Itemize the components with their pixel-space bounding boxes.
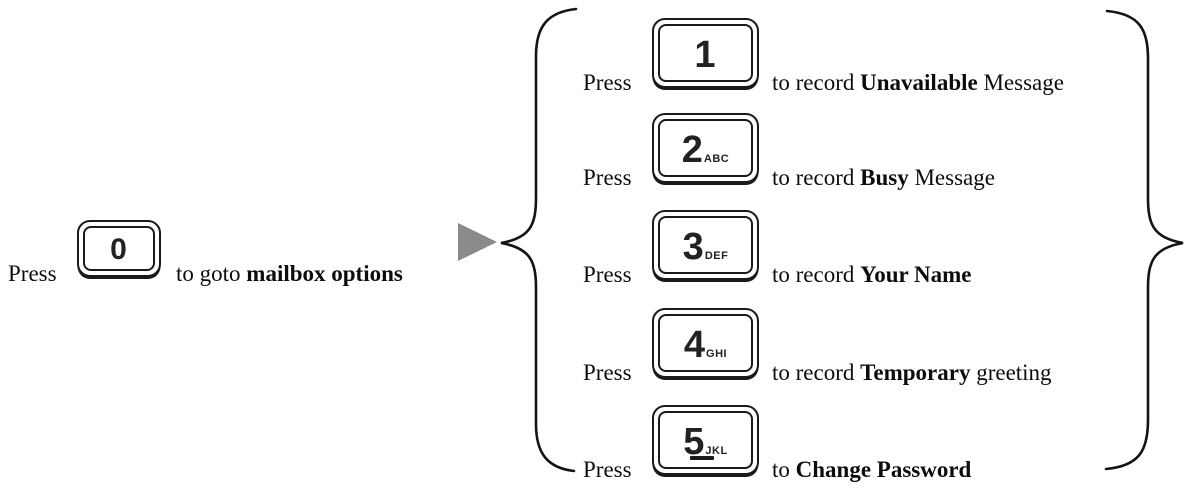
caption-prefix: to record xyxy=(772,262,861,287)
keypad-key-3: 3 DEF xyxy=(652,210,759,280)
row-caption: to Change Password xyxy=(772,458,971,481)
menu-row-1: Press 1 to record Unavailable Message xyxy=(583,18,1183,94)
key-face: 5 JKL xyxy=(658,411,753,469)
left-brace-icon xyxy=(500,7,578,473)
caption-suffix: greeting xyxy=(970,360,1052,385)
caption-bold: Busy xyxy=(860,165,909,190)
key-face: 0 xyxy=(83,226,155,271)
menu-row-4: Press 4 GHI to record Temporary greeting xyxy=(583,308,1183,384)
caption-bold: Unavailable xyxy=(860,70,978,95)
caption-prefix: to record xyxy=(772,360,861,385)
key-digit: 3 xyxy=(682,226,704,268)
keypad-key-0: 0 xyxy=(77,220,161,277)
caption-suffix: Message xyxy=(908,165,995,190)
key-letters: JKL xyxy=(705,445,728,457)
key-letters: ABC xyxy=(703,153,730,165)
press-label: Press xyxy=(583,165,632,190)
key-face: 4 GHI xyxy=(658,314,753,372)
key-digit: 1 xyxy=(694,34,716,76)
key-digit: 0 xyxy=(110,233,127,266)
key-digit: 2 xyxy=(681,129,703,171)
row-caption: to record Your Name xyxy=(772,263,972,286)
row-caption: to record Unavailable Message xyxy=(772,71,1064,94)
keypad-key-1: 1 xyxy=(652,18,759,88)
caption-bold: Change Password xyxy=(795,457,972,482)
keypad-key-5: 5 JKL xyxy=(652,405,759,475)
caption-prefix: to xyxy=(772,457,796,482)
press-label: Press xyxy=(583,262,632,287)
key-face: 1 xyxy=(658,24,753,82)
key-digit: 5 xyxy=(683,421,705,463)
arrow-right-icon xyxy=(458,223,497,261)
press-label: Press xyxy=(583,360,632,385)
keypad-key-4: 4 GHI xyxy=(652,308,759,378)
press-label: Press xyxy=(8,261,57,286)
row-caption: to record Temporary greeting xyxy=(772,361,1052,384)
menu-row-3: Press 3 DEF to record Your Name xyxy=(583,210,1183,286)
caption-prefix: to record xyxy=(772,70,861,95)
press-label: Press xyxy=(583,457,632,482)
key-face: 3 DEF xyxy=(658,216,753,274)
press-label: Press xyxy=(583,70,632,95)
keypad-key-2: 2 ABC xyxy=(652,113,759,183)
row-caption: to record Busy Message xyxy=(772,166,995,189)
key-5-underline xyxy=(690,456,714,460)
key-letters: GHI xyxy=(706,348,728,360)
menu-row-2: Press 2 ABC to record Busy Message xyxy=(583,113,1183,189)
caption-prefix: to goto xyxy=(176,261,247,286)
key-face: 2 ABC xyxy=(658,119,753,177)
left-caption: to goto mailbox options xyxy=(176,262,403,285)
menu-row-5: Press 5 JKL to Change Password xyxy=(583,405,1183,481)
caption-prefix: to record xyxy=(772,165,861,190)
caption-suffix: Message xyxy=(977,70,1064,95)
caption-bold: Temporary xyxy=(860,360,971,385)
key-letters: DEF xyxy=(704,250,729,262)
key-digit: 4 xyxy=(683,324,706,366)
caption-bold: mailbox options xyxy=(246,261,403,286)
caption-bold: Your Name xyxy=(860,262,972,287)
